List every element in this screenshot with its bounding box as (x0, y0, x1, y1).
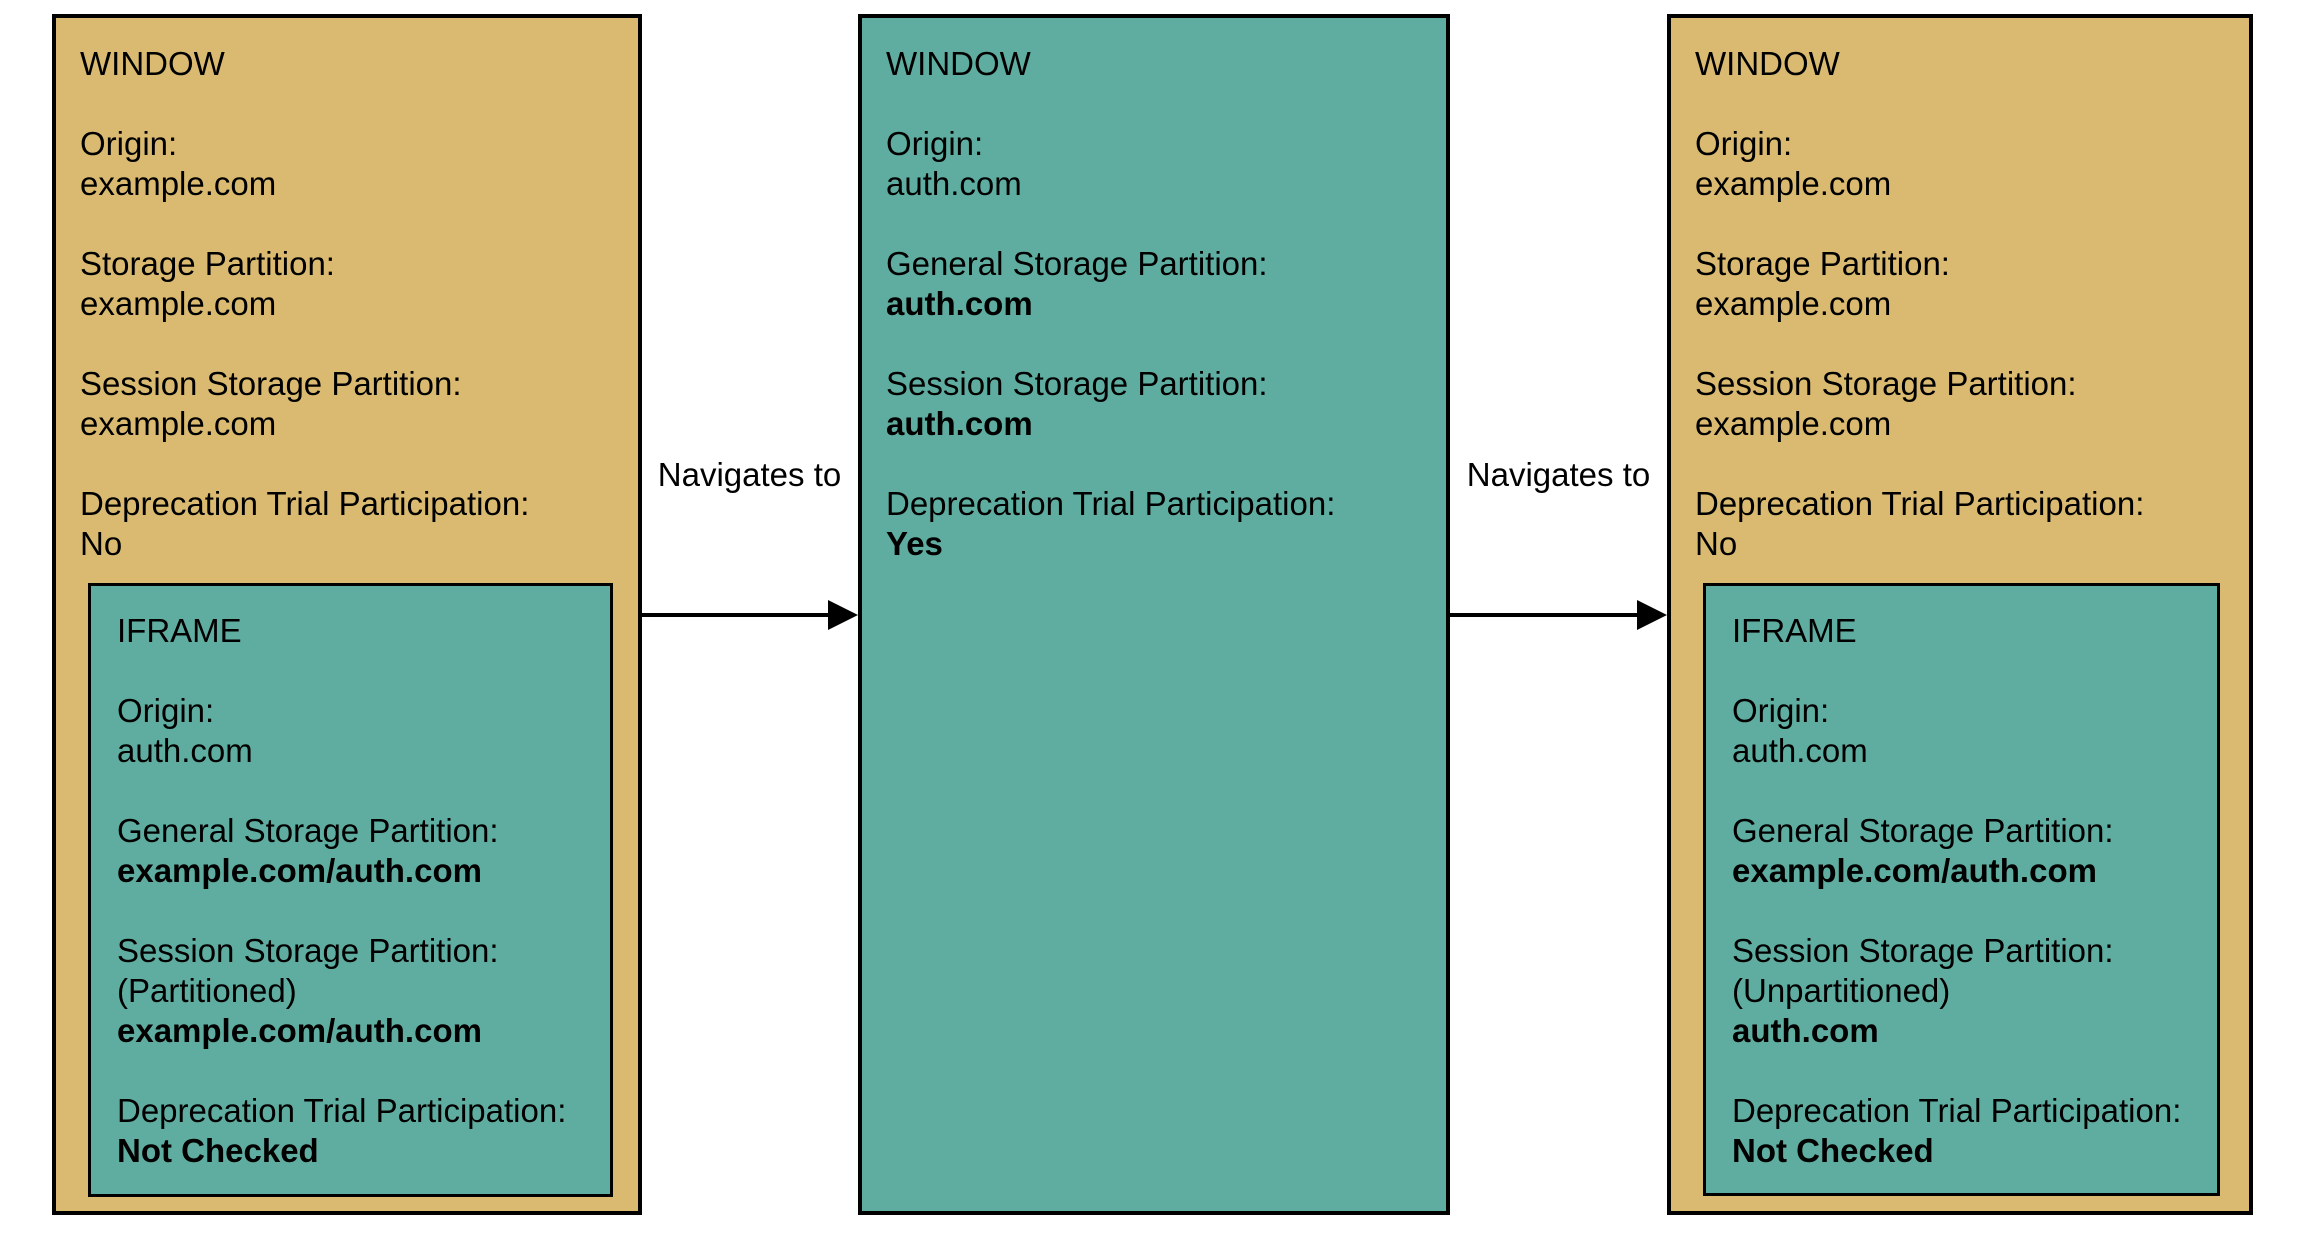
field-label: Session Storage Partition: (1732, 932, 2114, 969)
field-deprecation-trial: Deprecation Trial Participation: Yes (886, 484, 1422, 564)
field-deprecation-trial: Deprecation Trial Participation: Not Che… (1732, 1091, 2197, 1171)
field-value: auth.com (886, 285, 1033, 322)
field-value: No (1695, 525, 1738, 562)
iframe-box-2: IFRAME Origin: auth.com General Storage … (1703, 583, 2220, 1196)
field-origin: Origin: auth.com (1732, 691, 2197, 771)
field-value: No (80, 525, 123, 562)
window-box-2: WINDOW Origin: auth.com General Storage … (858, 14, 1450, 1215)
field-label: Origin: (1695, 125, 1793, 162)
field-value: auth.com (886, 165, 1022, 202)
field-value: example.com (80, 165, 277, 202)
field-value: example.com/auth.com (117, 1012, 482, 1049)
field-value: example.com (1695, 165, 1892, 202)
arrow-head-icon (1637, 600, 1667, 630)
field-value: example.com (1695, 405, 1892, 442)
field-deprecation-trial: Deprecation Trial Participation: No (80, 484, 614, 564)
field-general-storage-partition: General Storage Partition: auth.com (886, 244, 1422, 324)
connector-label-1: Navigates to (657, 456, 842, 493)
field-label: Origin: (1732, 692, 1830, 729)
window-title: WINDOW (886, 45, 1031, 82)
field-label: Session Storage Partition: (886, 365, 1268, 402)
field-label: Session Storage Partition: (117, 932, 499, 969)
field-label: Origin: (886, 125, 984, 162)
field-label: Deprecation Trial Participation: (1695, 485, 2145, 522)
window-title: WINDOW (1695, 45, 1840, 82)
field-origin: Origin: example.com (80, 124, 614, 204)
field-origin: Origin: auth.com (117, 691, 590, 771)
field-value-qualifier: (Unpartitioned) (1732, 972, 1951, 1009)
field-value: auth.com (886, 405, 1033, 442)
field-label: Deprecation Trial Participation: (80, 485, 530, 522)
field-deprecation-trial: Deprecation Trial Participation: No (1695, 484, 2225, 564)
field-storage-partition: Storage Partition: example.com (80, 244, 614, 324)
field-value: Not Checked (1732, 1132, 1934, 1169)
field-label: General Storage Partition: (886, 245, 1268, 282)
field-label: General Storage Partition: (117, 812, 499, 849)
field-value: example.com (1695, 285, 1892, 322)
field-label: Deprecation Trial Participation: (886, 485, 1336, 522)
field-value: example.com/auth.com (117, 852, 482, 889)
field-deprecation-trial: Deprecation Trial Participation: Not Che… (117, 1091, 590, 1171)
field-label: Origin: (80, 125, 178, 162)
field-session-storage-partition: Session Storage Partition: (Partitioned)… (117, 931, 590, 1051)
iframe-box-1: IFRAME Origin: auth.com General Storage … (88, 583, 613, 1197)
field-label: Deprecation Trial Participation: (117, 1092, 567, 1129)
window-box-3: WINDOW Origin: example.com Storage Parti… (1667, 14, 2253, 1215)
connector-label-2: Navigates to (1466, 456, 1651, 493)
field-value: auth.com (1732, 1012, 1879, 1049)
iframe-title: IFRAME (1732, 612, 1857, 649)
window-box-1: WINDOW Origin: example.com Storage Parti… (52, 14, 642, 1215)
field-label: Session Storage Partition: (80, 365, 462, 402)
field-label: Deprecation Trial Participation: (1732, 1092, 2182, 1129)
field-label: Session Storage Partition: (1695, 365, 2077, 402)
field-origin: Origin: auth.com (886, 124, 1422, 204)
field-value: example.com/auth.com (1732, 852, 2097, 889)
field-value: auth.com (117, 732, 253, 769)
arrow-line-1 (641, 613, 829, 617)
arrow-line-2 (1450, 613, 1637, 617)
field-value: Not Checked (117, 1132, 319, 1169)
field-session-storage-partition: Session Storage Partition: (Unpartitione… (1732, 931, 2197, 1051)
field-value: example.com (80, 405, 277, 442)
arrow-head-icon (828, 600, 858, 630)
field-origin: Origin: example.com (1695, 124, 2225, 204)
field-general-storage-partition: General Storage Partition: example.com/a… (1732, 811, 2197, 891)
field-general-storage-partition: General Storage Partition: example.com/a… (117, 811, 590, 891)
field-session-storage-partition: Session Storage Partition: example.com (80, 364, 614, 444)
field-value: auth.com (1732, 732, 1868, 769)
field-label: Storage Partition: (1695, 245, 1950, 282)
field-label: Origin: (117, 692, 215, 729)
field-value: example.com (80, 285, 277, 322)
field-label: Storage Partition: (80, 245, 335, 282)
field-value: Yes (886, 525, 943, 562)
window-title: WINDOW (80, 45, 225, 82)
field-session-storage-partition: Session Storage Partition: example.com (1695, 364, 2225, 444)
field-label: General Storage Partition: (1732, 812, 2114, 849)
field-storage-partition: Storage Partition: example.com (1695, 244, 2225, 324)
field-value-qualifier: (Partitioned) (117, 972, 297, 1009)
iframe-title: IFRAME (117, 612, 242, 649)
field-session-storage-partition: Session Storage Partition: auth.com (886, 364, 1422, 444)
